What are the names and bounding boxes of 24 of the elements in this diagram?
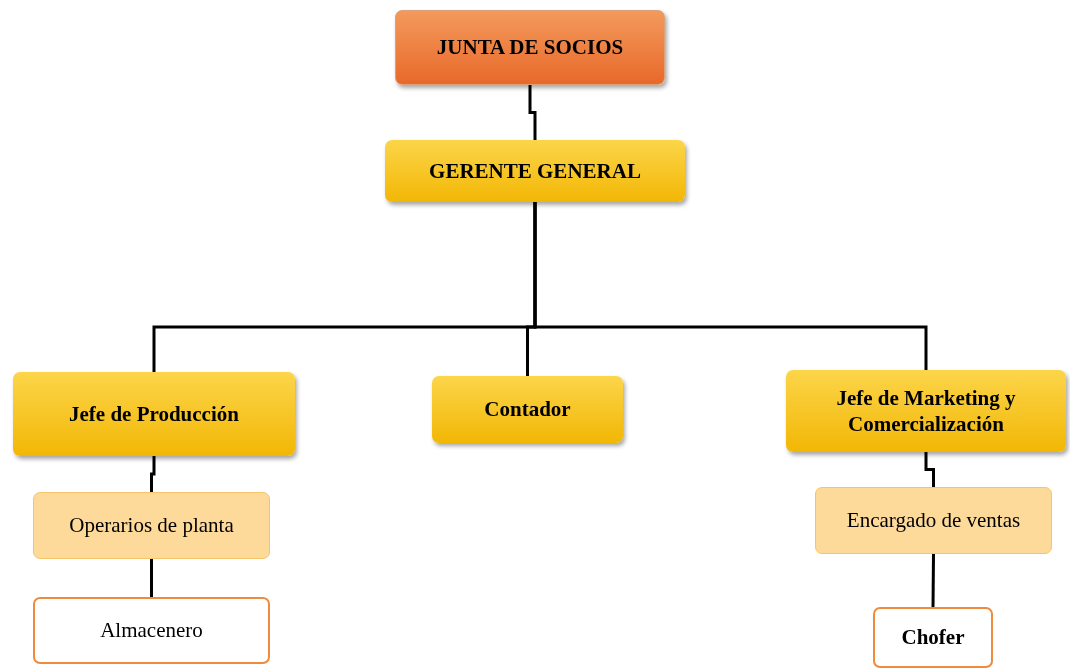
org-box (815, 487, 1052, 554)
org-box (13, 372, 295, 456)
org-box (873, 607, 993, 668)
org-box (395, 10, 665, 85)
connector-line (931, 554, 935, 607)
role-label: Operarios de planta (69, 512, 234, 539)
org-box (786, 370, 1066, 452)
role-label: JUNTA DE SOCIOS (436, 34, 624, 61)
role-label: Encargado de ventas (846, 507, 1021, 534)
connector-line (528, 85, 537, 140)
role-label: Jefe de Producción (69, 400, 239, 428)
connector-line (150, 559, 153, 597)
org-box (33, 492, 270, 559)
org-box (385, 140, 685, 202)
connector-line (150, 456, 156, 492)
role-label: Almacenero (100, 617, 203, 644)
role-label: Contador (484, 396, 571, 423)
role-label: GERENTE GENERAL (429, 157, 641, 185)
connector-line (924, 452, 935, 487)
role-label: Chofer (901, 624, 965, 651)
org-box (432, 376, 623, 443)
role-label: Jefe de Marketing y Comercialización (835, 384, 1017, 438)
connector-line (533, 202, 928, 370)
org-box (33, 597, 270, 664)
